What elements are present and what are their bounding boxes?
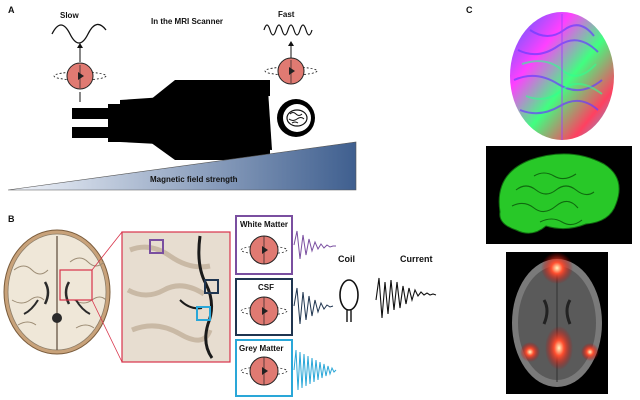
slow-arrow-head: [77, 43, 83, 48]
dti-brain-image: [510, 12, 614, 140]
current-signal: [375, 277, 437, 319]
person-icon: [72, 80, 315, 160]
field-ramp: [7, 141, 357, 191]
white-matter-label: White Matter: [240, 220, 288, 229]
slow-label: Slow: [60, 11, 79, 20]
current-label: Current: [400, 254, 433, 264]
fmri-slice-image: [506, 252, 608, 394]
brain-icon: [286, 109, 308, 127]
panel-b-letter: B: [8, 214, 15, 224]
panel-a-letter: A: [8, 5, 15, 15]
brain-axial-illustration: [3, 229, 111, 355]
callout-box: [59, 269, 93, 301]
magnified-tissue: [121, 231, 231, 363]
coil-icon: [339, 279, 359, 322]
white-matter-box: White Matter: [235, 215, 293, 275]
csf-box: CSF: [235, 278, 293, 336]
cortex-render-image: [486, 146, 632, 244]
csf-label: CSF: [258, 283, 274, 292]
spin-icon: [264, 57, 318, 85]
panel-c-letter: C: [466, 5, 473, 15]
fast-wave: [263, 24, 313, 36]
callout-line-top: [91, 231, 123, 271]
fast-label: Fast: [278, 10, 295, 19]
slow-wave: [51, 23, 107, 44]
panel-b: B White Matter: [3, 214, 437, 397]
grey-matter-label: Grey Matter: [239, 344, 283, 353]
scanner-label: In the MRI Scanner: [151, 17, 223, 26]
field-label: Magnetic field strength: [150, 175, 238, 184]
fast-arrow-head: [288, 41, 294, 46]
panel-c: C: [466, 5, 632, 394]
white-matter-signal: [293, 230, 336, 260]
callout-line-bottom: [91, 299, 123, 363]
spin-icon: [53, 62, 107, 90]
grey-matter-signal: [293, 349, 337, 391]
panel-a: A Slow In the MRI Scanner Fast: [7, 5, 357, 191]
grey-matter-box: Grey Matter: [235, 339, 293, 397]
coil-label: Coil: [338, 254, 355, 264]
csf-signal: [293, 287, 334, 325]
